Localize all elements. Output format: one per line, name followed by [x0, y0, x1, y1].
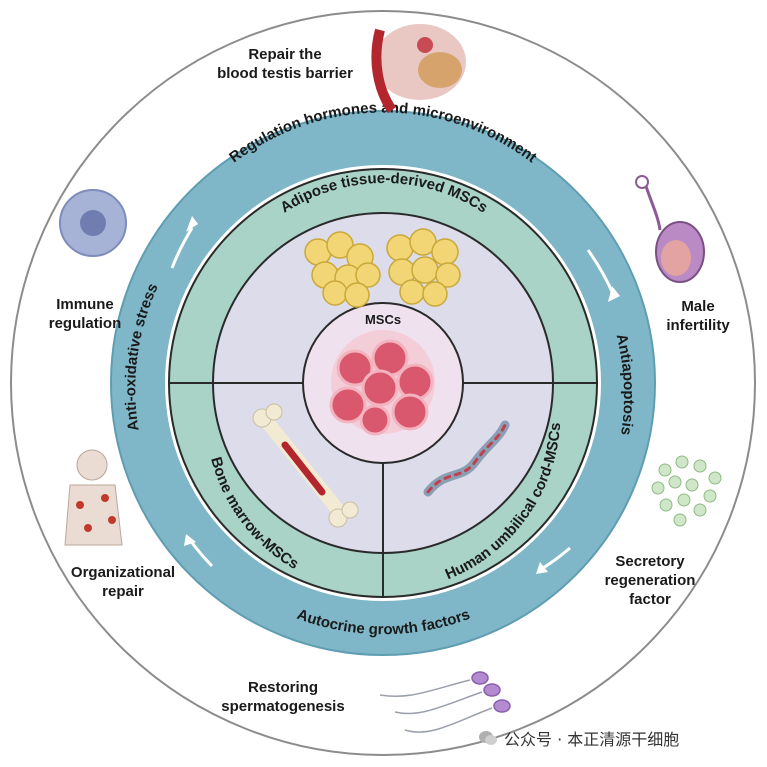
- label-secretory: Secretory regeneration factor: [604, 553, 696, 608]
- adipose-cells-icon: [304, 228, 461, 308]
- arrow-head-top: [186, 216, 198, 232]
- label-repair-btb: Repair the blood testis barrier: [217, 46, 353, 82]
- center-label: MSCs: [365, 312, 401, 327]
- label-spermatogenesis: Restoring spermatogenesis: [221, 679, 345, 715]
- label-organizational: Organizational repair: [70, 564, 176, 600]
- watermark: 公众号 · 本正清源干细胞: [478, 726, 679, 750]
- bone-icon: [252, 403, 359, 528]
- testis-barrier-icon: [371, 24, 466, 113]
- watermark-text: 公众号 · 本正清源干细胞: [504, 730, 680, 749]
- label-male-infertility: Male infertility: [666, 298, 730, 334]
- immune-cell-icon: [59, 189, 127, 257]
- sperm-icon: [379, 671, 511, 733]
- umbilical-cord-icon: [423, 420, 510, 497]
- arrow-head-left: [184, 534, 196, 546]
- arrow-head-right: [608, 286, 620, 302]
- msc-cell-cluster-icon: [329, 330, 435, 436]
- label-immune: Immune regulation: [48, 296, 122, 332]
- arrow-head-bottom: [536, 562, 548, 574]
- testis-icon: [635, 175, 705, 283]
- human-body-icon: [64, 449, 123, 546]
- wechat-icon: [479, 731, 497, 745]
- secretory-vesicles-icon: [651, 455, 722, 527]
